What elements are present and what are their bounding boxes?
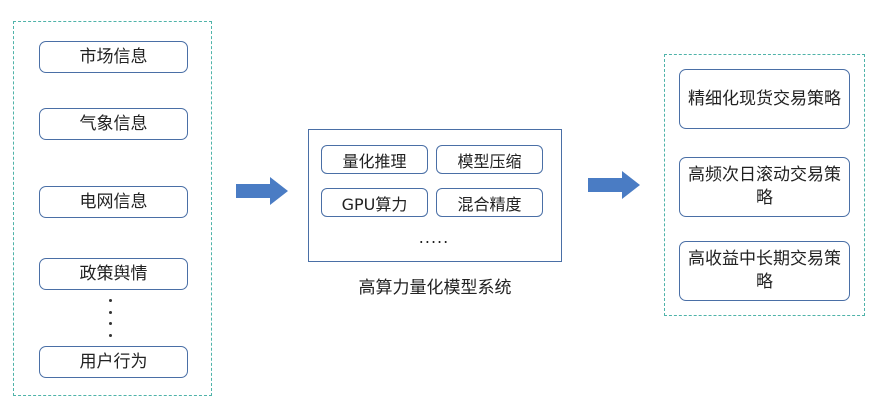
chip-quantized-inference: 量化推理 (321, 145, 428, 174)
arrow-right-icon (236, 177, 288, 205)
input-ellipsis (103, 299, 117, 337)
arrow-right-icon (588, 171, 640, 199)
output-spot-strategy: 精细化现货交易策略 (679, 69, 850, 129)
model-system-box: 量化推理 模型压缩 GPU算力 混合精度 ..... (308, 129, 562, 262)
input-policy-sentiment: 政策舆情 (39, 258, 188, 290)
output-longterm-strategy: 高收益中长期交易策略 (679, 241, 850, 301)
input-grid-info: 电网信息 (39, 186, 188, 218)
system-more-ellipsis: ..... (418, 228, 450, 247)
system-caption: 高算力量化模型系统 (358, 278, 512, 298)
chip-mixed-precision: 混合精度 (436, 188, 543, 217)
input-weather-info: 气象信息 (39, 108, 188, 140)
input-sources-group (13, 21, 212, 396)
chip-model-compression: 模型压缩 (436, 145, 543, 174)
output-rolling-strategy: 高频次日滚动交易策略 (679, 157, 850, 217)
input-market-info: 市场信息 (39, 41, 188, 73)
input-user-behavior: 用户行为 (39, 346, 188, 378)
output-strategies-group (664, 54, 865, 316)
chip-gpu-compute: GPU算力 (321, 188, 428, 217)
